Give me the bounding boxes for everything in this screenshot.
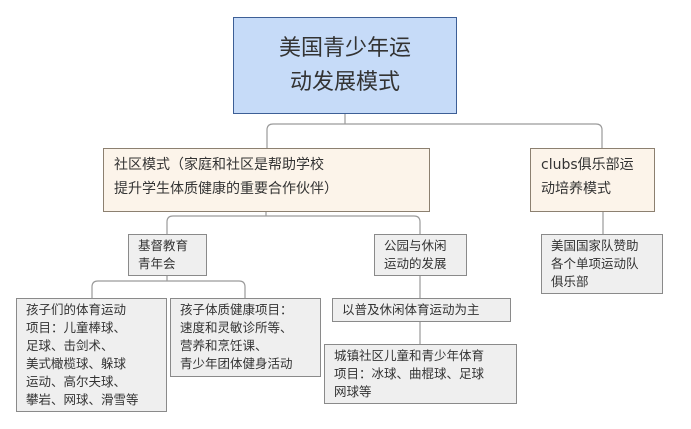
community-youth-programs-node[interactable]: 城镇社区儿童和青少年体育 项目：冰球、曲棍球、足球 网球等 [324, 344, 517, 404]
ymca-node[interactable]: 基督教育 青年会 [128, 234, 207, 276]
youth-sports-node[interactable]: 孩子们的体育运动 项目：儿童棒球、 足球、击剑术、 美式橄榄球、躲球 运动、高尔… [16, 298, 167, 412]
community-model-node[interactable]: 社区模式（家庭和社区是帮助学校 提升学生体质健康的重要合作伙伴） [103, 148, 430, 212]
leisure-sports-node[interactable]: 以普及休闲体育运动为主 [332, 298, 511, 322]
connector-community [166, 212, 421, 234]
root-node[interactable]: 美国青少年运 动发展模式 [233, 17, 457, 114]
parks-node[interactable]: 公园与休闲 运动的发展 [374, 234, 467, 276]
national-team-node[interactable]: 美国国家队赞助 各个单项运动队 俱乐部 [541, 234, 663, 294]
connector-ymca [91, 276, 246, 298]
youth-fitness-node[interactable]: 孩子体质健康项目： 速度和灵敏诊所等、 营养和烹饪课、 青少年团体健身活动 [170, 298, 321, 377]
clubs-model-node[interactable]: clubs俱乐部运 动培养模式 [530, 148, 655, 212]
connector-root [266, 114, 603, 148]
